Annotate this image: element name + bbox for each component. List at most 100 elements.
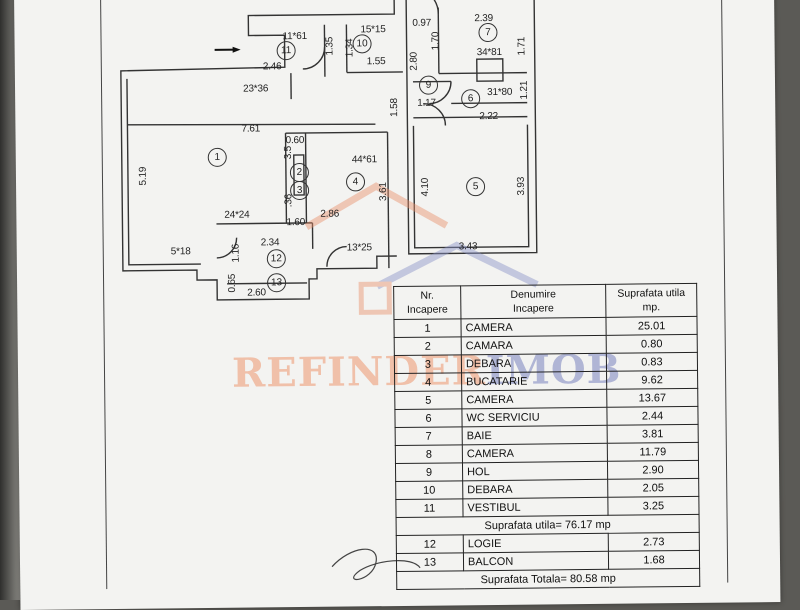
- room-number: 7: [478, 23, 497, 42]
- dimension-label: 2.80: [409, 52, 420, 71]
- dimension-label: 1.55: [367, 56, 386, 67]
- row-name: CAMERA: [461, 317, 606, 337]
- row-number: 2: [394, 337, 461, 356]
- row-name: DEBARA: [463, 479, 608, 499]
- room-number: 2: [290, 163, 309, 182]
- header-room-number: Nr. Incapere: [394, 286, 461, 320]
- row-area: 0.83: [606, 352, 697, 371]
- dimension-label: 44*61: [352, 154, 377, 165]
- row-number: 9: [395, 463, 462, 482]
- dimension-label: 15*15: [360, 24, 385, 35]
- dimension-label: .36: [283, 194, 294, 207]
- row-name: VESTIBUL: [463, 497, 608, 517]
- dimension-label: 0.97: [412, 18, 431, 29]
- row-area: 3.25: [608, 496, 699, 515]
- room-number: 6: [461, 89, 480, 108]
- dimension-label: 2.60: [247, 287, 266, 298]
- room-number: 1: [208, 148, 227, 167]
- dimension-label: 3.5: [283, 146, 294, 159]
- dimension-label: 1.34: [344, 39, 355, 58]
- dimension-label: 24*24: [224, 210, 249, 221]
- dimension-label: 1.35: [324, 37, 335, 56]
- dimension-label: 4.10: [420, 178, 431, 197]
- row-area: 0.80: [606, 334, 697, 353]
- dimension-label: 7.61: [241, 123, 260, 134]
- dimension-label: 0.60: [286, 135, 305, 146]
- row-number: 12: [396, 535, 463, 554]
- row-number: 5: [395, 391, 462, 410]
- room-number: 5: [466, 177, 485, 196]
- wall-outline: [248, 0, 394, 26]
- row-name: BALCON: [463, 551, 608, 571]
- wall-line: [286, 132, 388, 133]
- row-area: 11.79: [607, 442, 698, 461]
- row-name: BAIE: [462, 425, 607, 445]
- dimension-label: 3.43: [459, 241, 478, 252]
- dimension-label: 3.93: [516, 177, 527, 196]
- room-number: 4: [346, 172, 365, 191]
- row-number: 1: [394, 319, 461, 338]
- wall-line: [413, 117, 527, 118]
- grand-total-row: Suprafata Totala= 80.58 mp: [397, 568, 700, 589]
- row-name: HOL: [462, 461, 607, 481]
- dimension-label: 1.71: [516, 37, 527, 56]
- door-swing: [412, 0, 438, 14]
- dimension-label: 1.58: [389, 98, 400, 117]
- row-name: DEBARA: [461, 353, 606, 373]
- row-number: 8: [395, 445, 462, 464]
- dimension-label: 2.46: [263, 61, 282, 72]
- row-number: 10: [396, 481, 463, 500]
- row-area: 2.73: [608, 532, 699, 551]
- grand-total: Suprafata Totala= 80.58 mp: [397, 568, 700, 589]
- row-area: 1.68: [608, 550, 699, 569]
- row-area: 2.90: [607, 460, 698, 479]
- row-name: CAMARA: [461, 335, 606, 355]
- row-name: WC SERVICIU: [462, 407, 607, 427]
- header-useful-area: Suprafata utila mp.: [606, 283, 697, 317]
- table-header-row: Nr. Incapere Denumire Incapere Suprafata…: [394, 283, 697, 319]
- room-number: 9: [419, 76, 438, 95]
- wall-line: [347, 72, 403, 73]
- row-name: CAMERA: [462, 443, 607, 463]
- dimension-label: 3.61: [378, 182, 389, 201]
- dimension-label: 1.21: [519, 81, 530, 100]
- dimension-label: 31*80: [487, 87, 512, 98]
- dimension-label: 2.39: [474, 13, 493, 24]
- row-area: 25.01: [606, 316, 697, 335]
- dimension-label: 23*36: [243, 83, 268, 94]
- row-name: BUCATARIE: [462, 371, 607, 391]
- row-area: 2.44: [607, 406, 698, 425]
- floor-plan-sheet: 1 2 3 4 5 6 7 9 10 11 12 13 11*61 15*15 …: [14, 0, 780, 610]
- dimension-label: 1.17: [417, 98, 436, 109]
- room-number: 12: [267, 249, 286, 268]
- row-name: LOGIE: [463, 533, 608, 553]
- dimension-label: 2.22: [479, 111, 498, 122]
- room-area-table: Nr. Incapere Denumire Incapere Suprafata…: [393, 283, 700, 590]
- room-number: 11: [277, 41, 296, 60]
- dimension-label: 2.86: [320, 209, 339, 220]
- fixture-box: [477, 59, 503, 81]
- dimension-label: 2.34: [261, 237, 280, 248]
- door-swing: [327, 247, 347, 267]
- row-number: 4: [395, 373, 462, 392]
- row-area: 9.62: [607, 370, 698, 389]
- row-number: 6: [395, 409, 462, 428]
- dimension-label: 0.65: [227, 274, 238, 293]
- header-room-name: Denumire Incapere: [461, 284, 606, 319]
- dimension-label: 11*61: [282, 31, 307, 42]
- row-number: 13: [396, 553, 463, 572]
- dimension-label: 13*25: [347, 242, 372, 253]
- dimension-label: 1.60: [286, 217, 305, 228]
- row-number: 3: [394, 355, 461, 374]
- row-area: 13.67: [607, 388, 698, 407]
- row-number: 7: [395, 427, 462, 446]
- dimension-label: 34*81: [477, 47, 502, 58]
- room-number: 13: [267, 273, 286, 292]
- dimension-label: 1.16: [231, 244, 242, 263]
- dimension-label: 5*18: [171, 246, 191, 257]
- row-name: CAMERA: [462, 389, 607, 409]
- row-area: 3.81: [607, 424, 698, 443]
- row-number: 11: [396, 499, 463, 518]
- dimension-label: 5.19: [138, 167, 149, 186]
- wall-line: [439, 73, 527, 74]
